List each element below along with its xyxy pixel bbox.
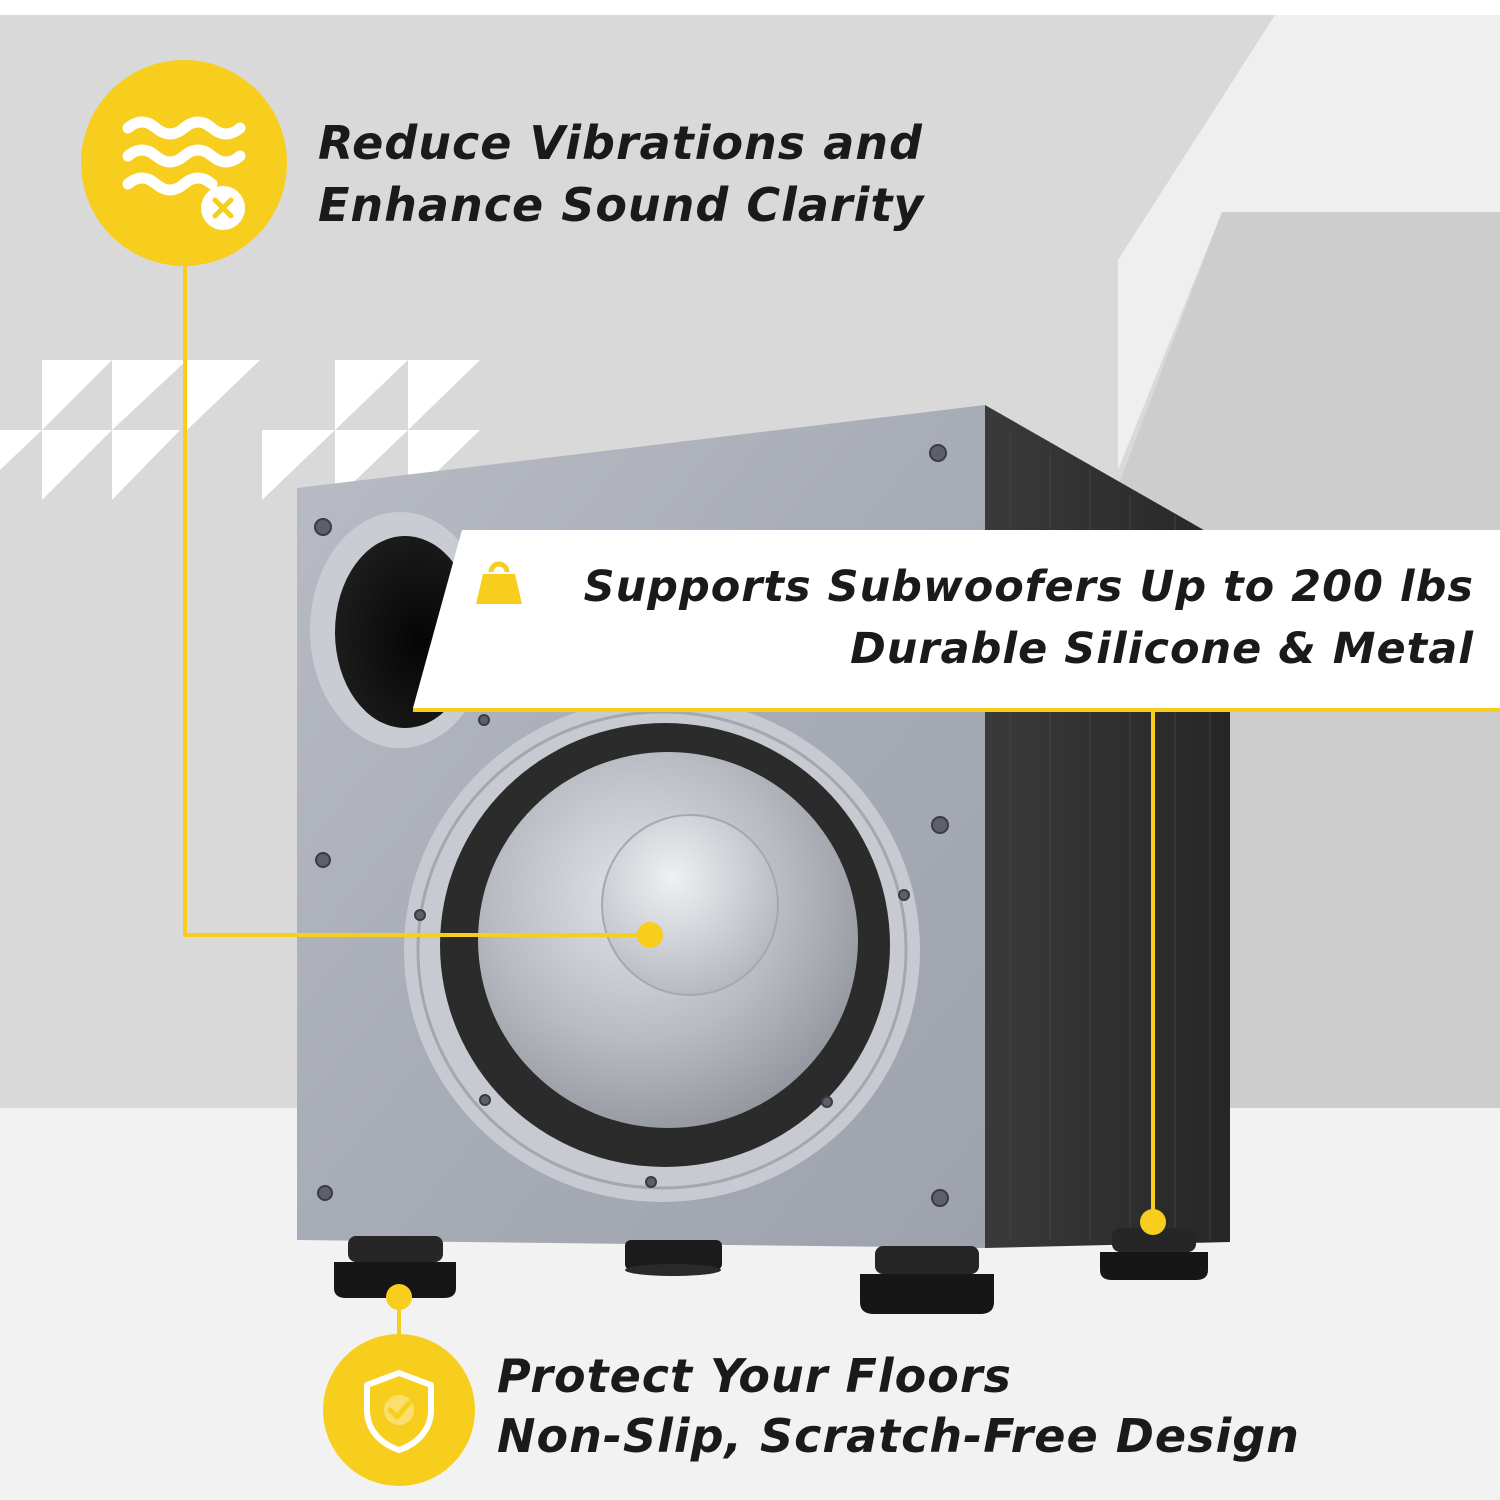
dust-cap: [601, 814, 779, 996]
wall-panel-light: [1118, 15, 1500, 470]
waves-x-icon: [122, 116, 246, 230]
isolation-feet: [334, 1228, 1208, 1314]
callout-dots: [386, 922, 1166, 1310]
support-callout-text: Supports Subwoofers Up to 200 lbs Durabl…: [584, 556, 1474, 680]
weight-icon: [476, 561, 522, 604]
floor-headline: Protect Your Floors: [497, 1349, 1012, 1403]
vibration-headline: Reduce Vibrations and: [318, 116, 923, 170]
support-subline: Durable Silicone & Metal: [850, 624, 1474, 674]
support-headline: Supports Subwoofers Up to 200 lbs: [583, 562, 1474, 612]
floor-callout-text: Protect Your Floors Non-Slip, Scratch-Fr…: [497, 1346, 1300, 1466]
floor-badge: [323, 1334, 475, 1486]
shield-check-icon: [364, 1370, 434, 1453]
vibration-subline: Enhance Sound Clarity: [318, 178, 925, 232]
vibration-callout-text: Reduce Vibrations and Enhance Sound Clar…: [318, 112, 924, 236]
floor-subline: Non-Slip, Scratch-Free Design: [497, 1409, 1300, 1463]
support-banner: [413, 530, 1500, 708]
screws: [314, 444, 949, 1207]
